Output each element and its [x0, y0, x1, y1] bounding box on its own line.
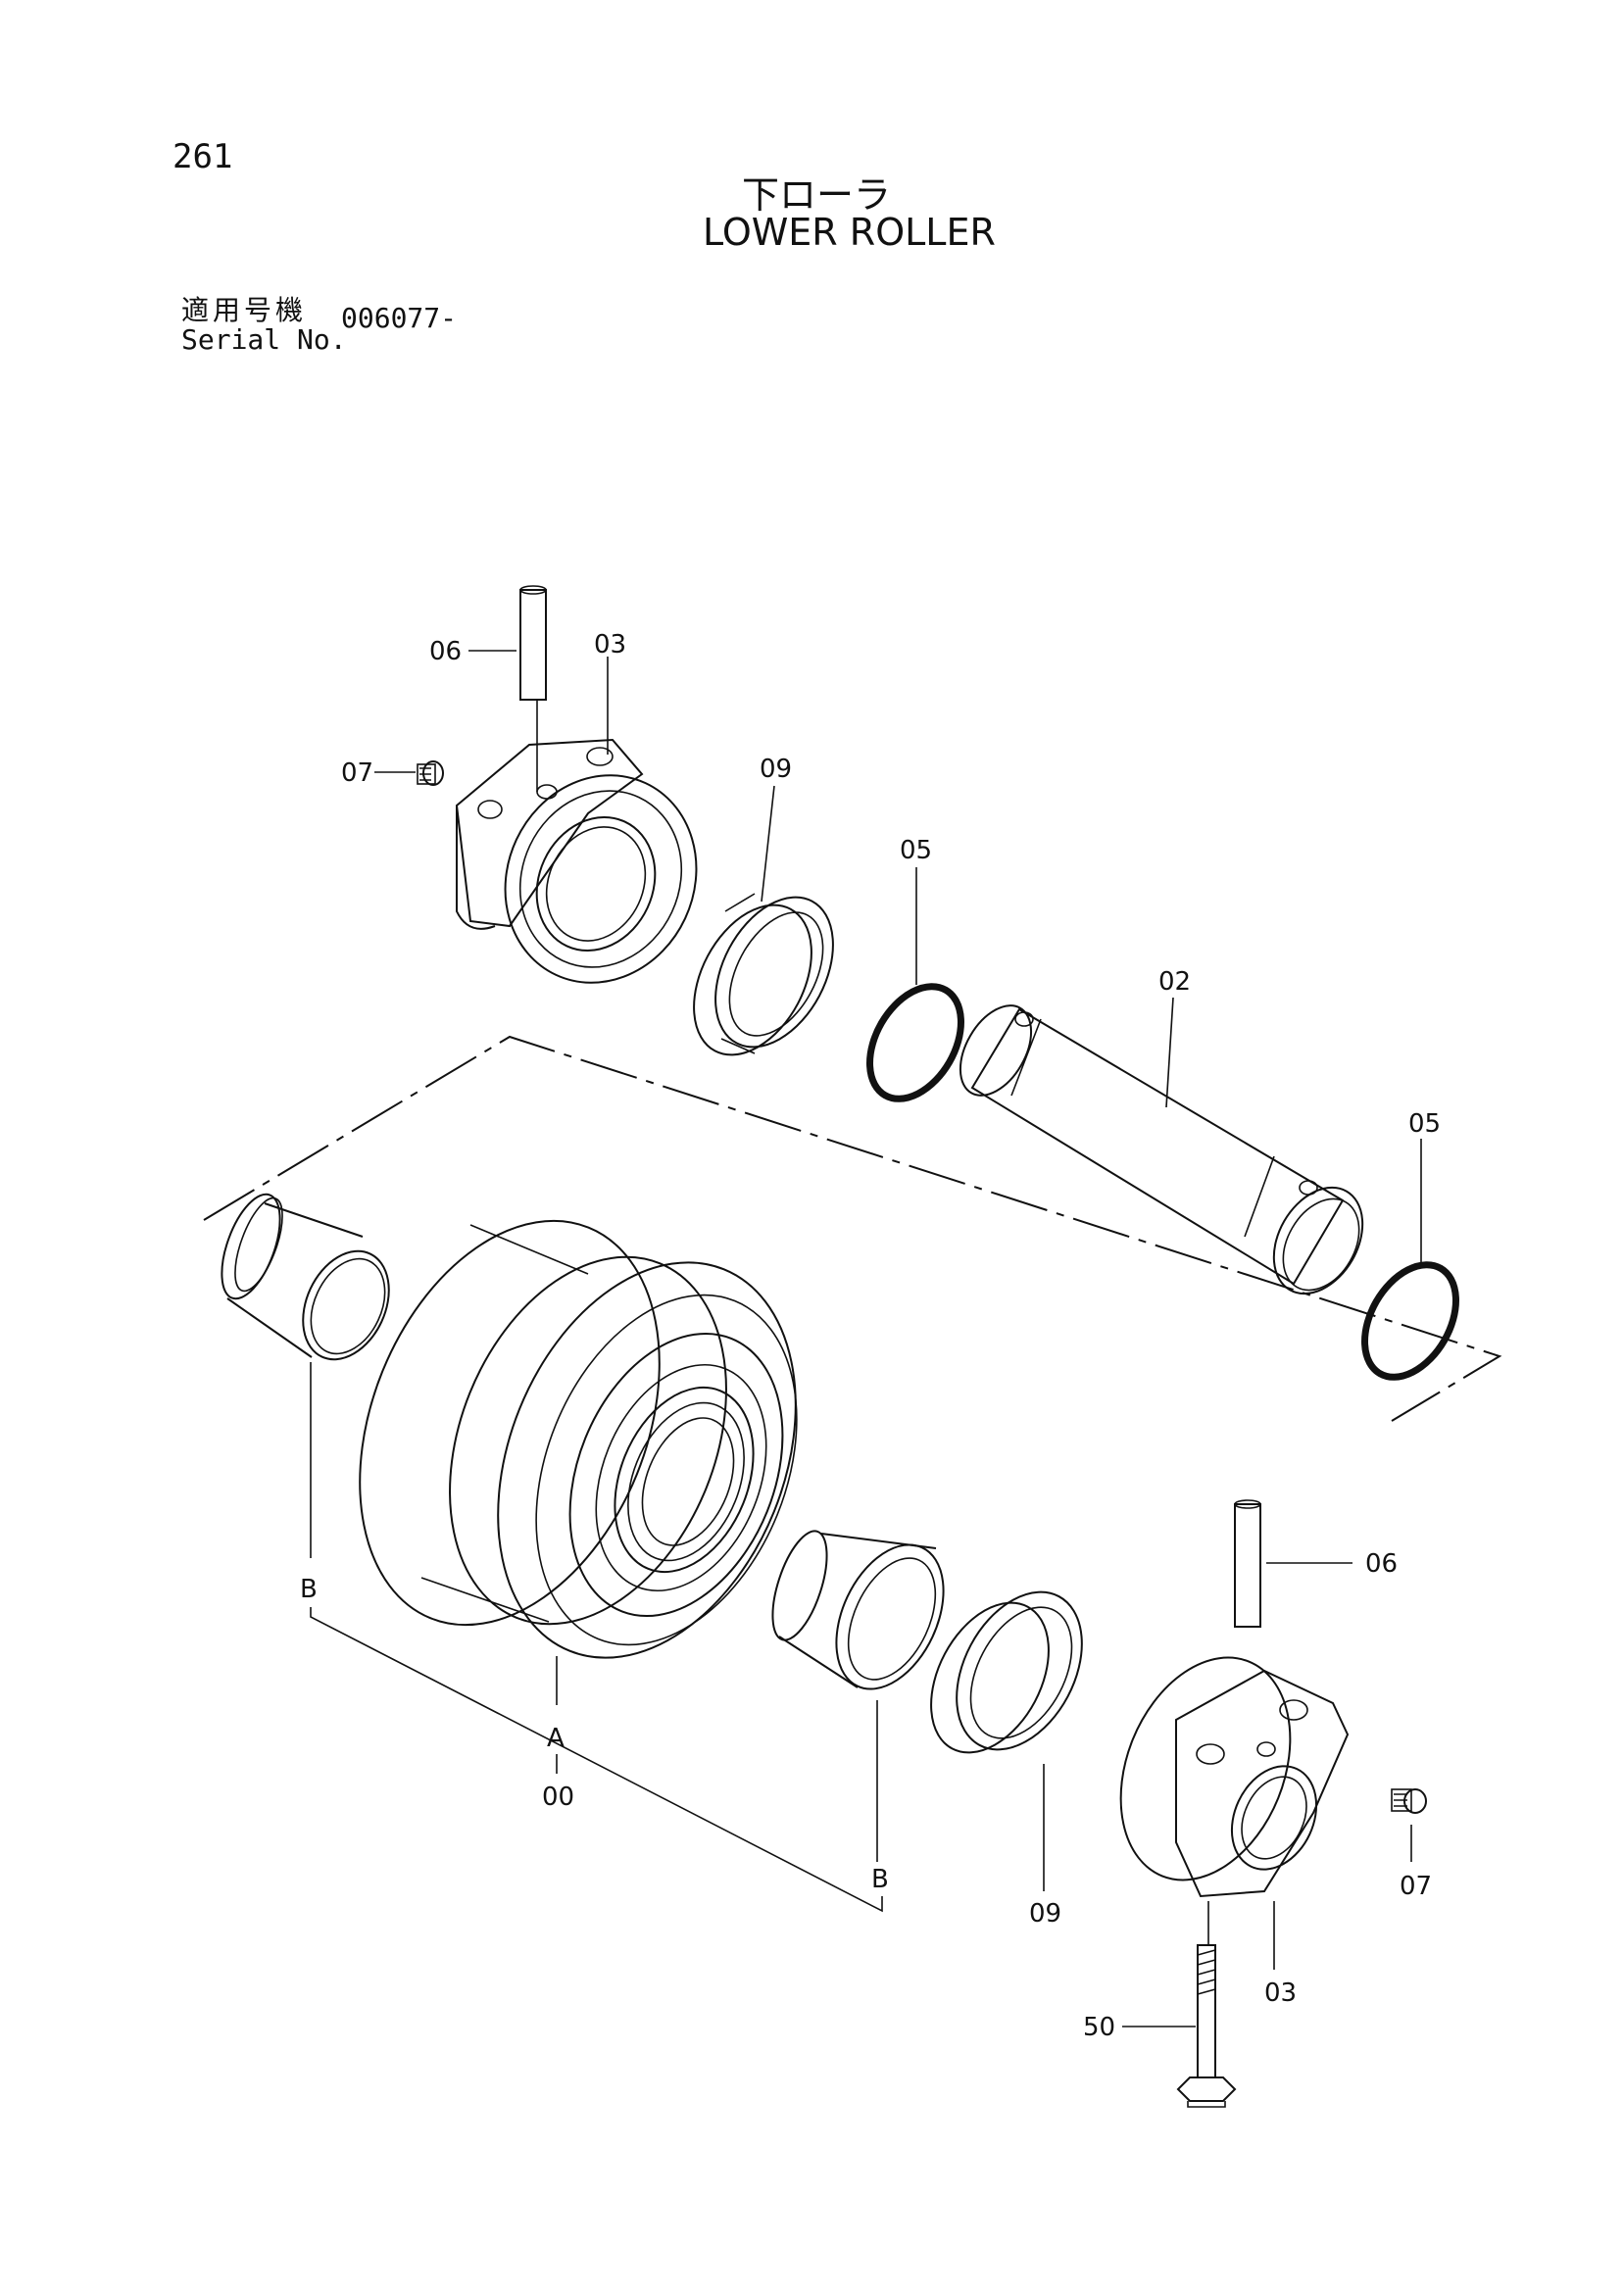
callout-07-top: 07	[341, 758, 373, 788]
o-ring-05-top	[866, 983, 964, 1102]
page-title-japanese: 下ローラ	[742, 173, 892, 217]
bushing-right	[771, 1530, 945, 1690]
callout-00: 00	[542, 1783, 574, 1812]
callout-05-right: 05	[1408, 1109, 1441, 1139]
collar-03-bottom	[1119, 1656, 1350, 1898]
callout-07-bottom: 07	[1400, 1872, 1432, 1901]
plug-07-top	[417, 760, 444, 786]
pin-06-bottom	[1234, 1499, 1261, 1628]
callout-06-bottom: 06	[1365, 1549, 1398, 1579]
serial-number-value: 006077-	[341, 302, 458, 334]
leader-lines	[310, 650, 1422, 2027]
page-title: LOWER ROLLER	[703, 211, 996, 254]
page-number: 261	[172, 137, 233, 176]
plug-07-bottom	[1391, 1788, 1427, 1814]
assembly-outline	[203, 1035, 1502, 1422]
callout-03-top: 03	[594, 630, 626, 659]
callout-50: 50	[1083, 2013, 1115, 2042]
bolt-50	[1176, 1944, 1237, 2108]
callout-09-bottom: 09	[1029, 1899, 1061, 1929]
callout-05-top: 05	[900, 836, 932, 865]
seal-09-top	[693, 893, 834, 1056]
serial-label-japanese: 適用号機	[181, 294, 308, 326]
collar-03-top	[455, 738, 698, 984]
callout-B-left: B	[300, 1575, 318, 1604]
callout-02: 02	[1158, 967, 1191, 997]
callout-B-right: B	[871, 1865, 889, 1894]
pin-06-top	[519, 585, 547, 701]
o-ring-05-right	[1361, 1261, 1459, 1381]
callout-09-top: 09	[760, 755, 792, 784]
callout-06-top: 06	[429, 637, 462, 666]
bushing-left	[221, 1193, 390, 1361]
callout-03-bottom: 03	[1264, 1978, 1297, 2008]
roller-body-00	[359, 1219, 798, 1659]
seal-09-bottom	[930, 1590, 1083, 1754]
serial-label: Serial No.	[181, 323, 347, 356]
shaft-02	[959, 1004, 1364, 1295]
callout-A: A	[547, 1724, 565, 1753]
